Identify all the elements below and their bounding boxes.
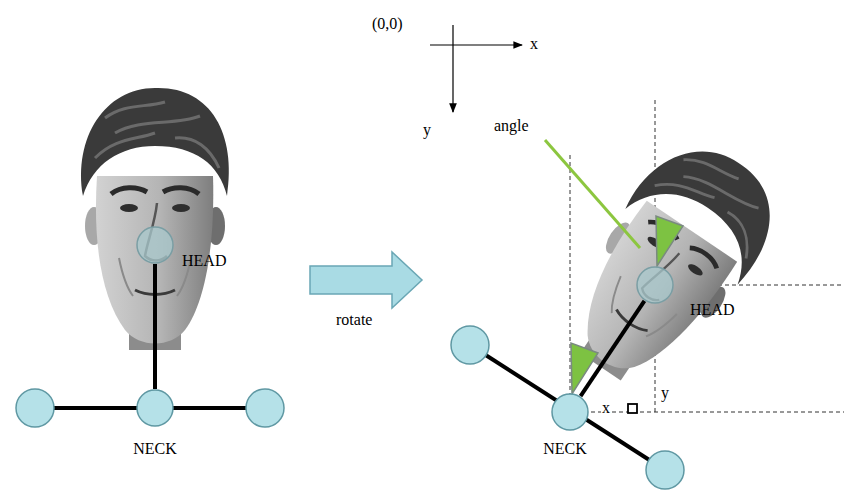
arrow-label: rotate [336,310,372,329]
shoulder-bar [470,345,665,470]
axis-label: y [423,120,431,139]
joint-circle [451,326,489,364]
rotated-face-picture [543,124,796,406]
joint-circle [137,390,173,426]
right-angle-mark [628,404,637,413]
head-joint: HEAD [636,266,674,304]
x-axis [430,44,522,45]
guide-line [570,155,571,412]
joint-circle [646,451,684,489]
leader-line [545,140,640,248]
axis-label: x [530,34,538,53]
joint-circle [552,394,588,430]
joint-name: HEAD [180,251,228,270]
neck-joint: NECK [551,393,589,431]
joint-circle [246,389,284,427]
angle-wedge [656,216,683,266]
angle-wedge [571,343,598,394]
joint-circle [137,227,173,263]
joint-outline [636,266,674,304]
joint-name: NECK [541,439,589,458]
joint-name: HEAD [688,300,736,319]
offset-label: y [661,383,669,402]
angle-label: angle [494,116,529,135]
guide-line [570,412,844,413]
head-joint: HEAD [136,226,174,264]
bone-link [581,301,645,396]
origin-label: (0,0) [372,14,403,33]
joint-outline [551,393,589,431]
joint-circle [637,267,673,303]
neck-joint: NECK [136,389,174,427]
joint-outline [136,226,174,264]
bone-link [153,264,157,389]
joint-name: NECK [131,439,179,458]
y-axis [452,25,453,112]
offset-label: x [601,398,611,417]
joint-outline [136,389,174,427]
joint-circle [16,389,54,427]
rotate-arrow [310,252,422,308]
